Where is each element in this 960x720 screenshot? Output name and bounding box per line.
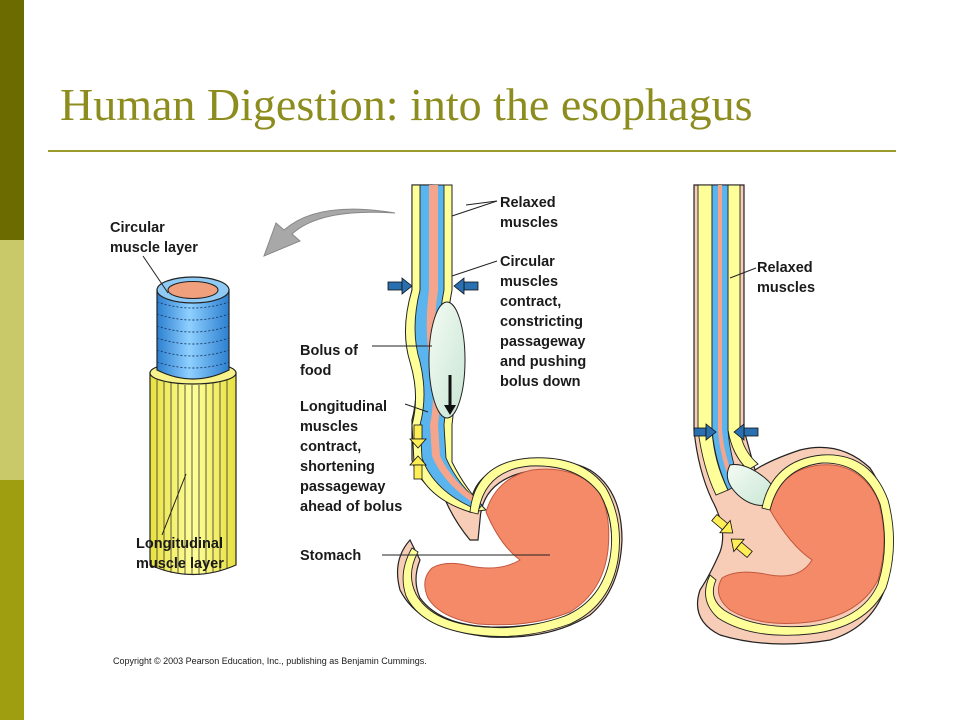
title-divider (48, 150, 896, 152)
longitudinal-muscle-layer (149, 372, 237, 576)
label-relaxed-muscles: Relaxed muscles (500, 195, 560, 231)
accent-bar-top (0, 0, 24, 240)
down-arrow-icon (444, 375, 456, 415)
circular-muscle-layer (156, 289, 230, 380)
curved-arrow-icon (263, 208, 396, 257)
page-title: Human Digestion: into the esophagus (60, 79, 753, 130)
longitudinal-lines (156, 380, 228, 575)
leader-relaxed-right (729, 267, 757, 279)
label-longitudinal-muscle-layer: Longitudinal muscle layer (136, 536, 227, 572)
shorten-arrow-diag-down (711, 513, 734, 534)
esophagus-right (693, 184, 894, 645)
label-circular-muscle-layer: Circular muscle layer (110, 220, 198, 256)
middle-leader-lines (372, 200, 550, 556)
label-longitudinal-muscles-contract: Longitudinal muscles contract, shortenin… (300, 399, 402, 515)
stomach-right (717, 464, 885, 624)
shorten-arrow-diag-up (730, 538, 753, 559)
accent-bar-middle (0, 240, 24, 480)
accent-bar-bottom (0, 480, 24, 720)
constrict-arrow-left-right-panel (693, 423, 717, 441)
leader-longitudinal (161, 473, 187, 536)
copyright-notice: Copyright © 2003 Pearson Education, Inc.… (113, 656, 427, 666)
label-circular-muscles-contract: Circular muscles contract, constricting … (500, 254, 590, 390)
circular-rings (156, 301, 230, 369)
shorten-arrow-down (409, 424, 427, 449)
constrict-arrow-right (453, 277, 479, 295)
label-relaxed-muscles-right: Relaxed muscles (757, 260, 817, 296)
constrict-arrow-left (387, 277, 413, 295)
shorten-arrow-up (409, 455, 427, 480)
stomach (424, 468, 610, 626)
esophagus-middle (387, 184, 623, 638)
label-stomach: Stomach (300, 548, 361, 564)
bolus-of-food (428, 301, 466, 419)
label-bolus-of-food: Bolus of food (300, 343, 362, 379)
constrict-arrow-right-right-panel (733, 423, 759, 441)
leader-circular (142, 255, 169, 294)
muscle-cylinder (149, 276, 237, 576)
